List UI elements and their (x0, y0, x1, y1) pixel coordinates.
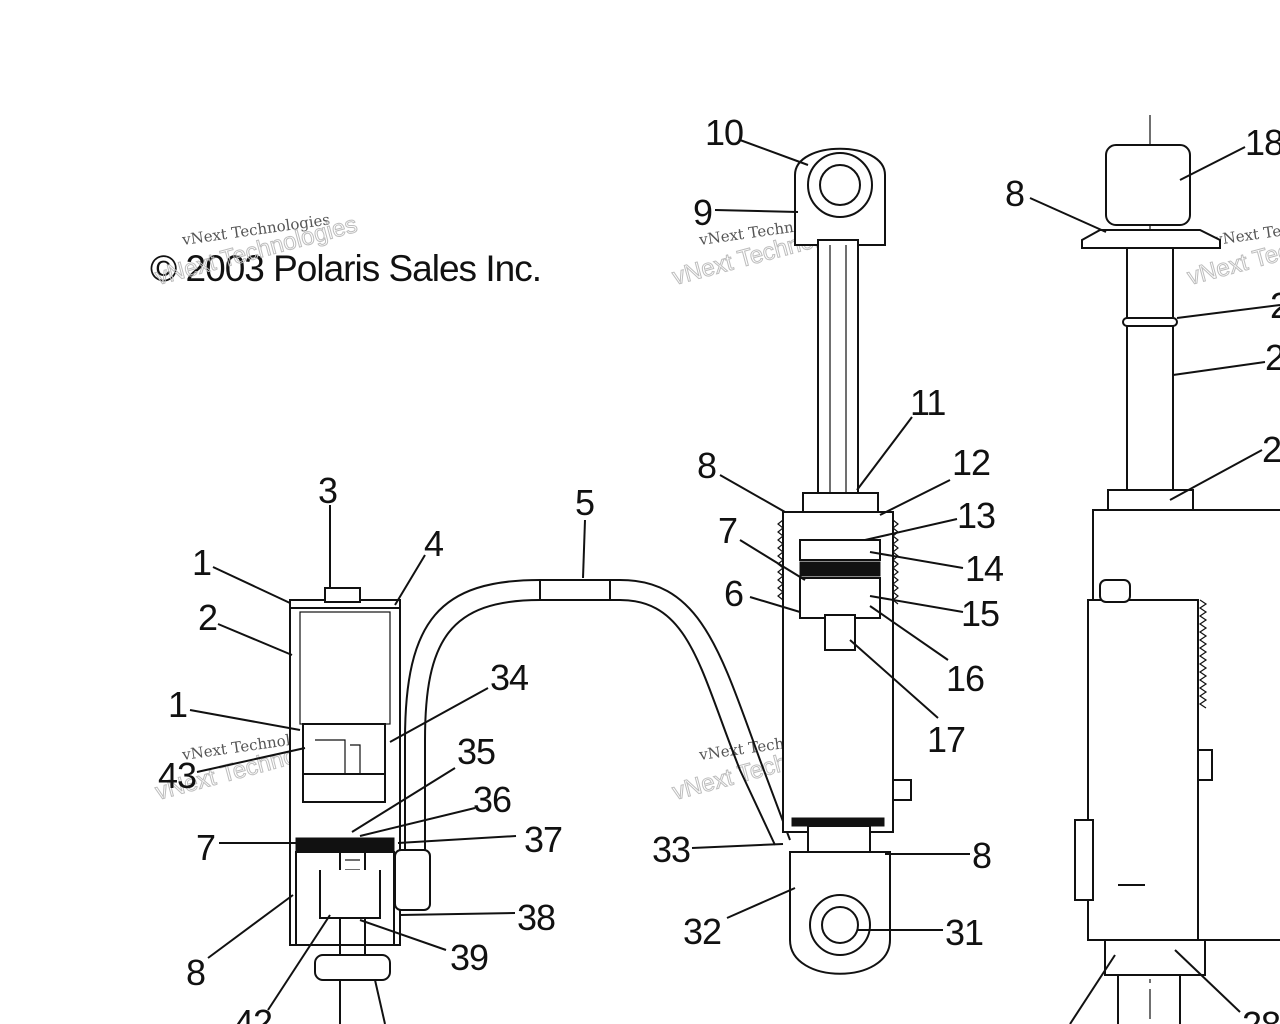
callout-label: 36 (473, 779, 511, 820)
callout-label: 9 (693, 192, 712, 233)
center-shock (777, 147, 912, 975)
callout-label: 3 (318, 470, 337, 511)
callout-label: 39 (450, 937, 488, 978)
callout-label: 4 (424, 523, 443, 564)
callout-label: 8 (186, 952, 205, 993)
callout-label: 15 (961, 593, 999, 634)
callout-label: 7 (718, 510, 737, 551)
callout-label: 8 (972, 835, 991, 876)
callout-label: 17 (927, 719, 965, 760)
callout-label: 6 (724, 573, 743, 614)
callout-label: 8 (697, 445, 716, 486)
callout-label: 1 (192, 542, 211, 583)
hose (404, 579, 791, 850)
callout-label: 37 (524, 819, 562, 860)
callout-label: 32 (683, 911, 721, 952)
callout-label: 14 (965, 548, 1003, 589)
callout-label: 1 (168, 684, 187, 725)
reservoir-assembly (289, 587, 431, 1024)
callout-label: 18 (1245, 122, 1280, 163)
callout-label: 28 (1242, 1004, 1280, 1024)
callout-label: 12 (952, 442, 990, 483)
callout-label: 43 (158, 755, 196, 796)
callout-label: 11 (910, 382, 945, 423)
callout-label: 42 (234, 1002, 272, 1024)
right-shock (1074, 115, 1280, 1024)
callout-label: 5 (575, 482, 594, 523)
callout-label: 16 (946, 658, 984, 699)
callout-label: 2 (1265, 337, 1280, 378)
callout-label: 2 (198, 597, 217, 638)
callout-label: 34 (490, 657, 528, 698)
callout-label: 8 (1005, 173, 1024, 214)
callout-labels: 1 2 3 4 1 43 7 8 42 5 34 35 36 37 38 39 … (158, 112, 1280, 1024)
leader-lines (189, 139, 1280, 1024)
callout-label: 2 (1262, 429, 1280, 470)
callout-label: 35 (457, 731, 495, 772)
callout-label: 10 (705, 112, 743, 153)
callout-label: 33 (652, 829, 690, 870)
callout-label: 38 (517, 897, 555, 938)
callout-label: 7 (196, 827, 215, 868)
copyright-notice: © 2003 Polaris Sales Inc. (150, 248, 542, 289)
callout-label: 13 (957, 495, 995, 536)
callout-label: 31 (945, 912, 983, 953)
callout-label: 2 (1270, 285, 1280, 326)
